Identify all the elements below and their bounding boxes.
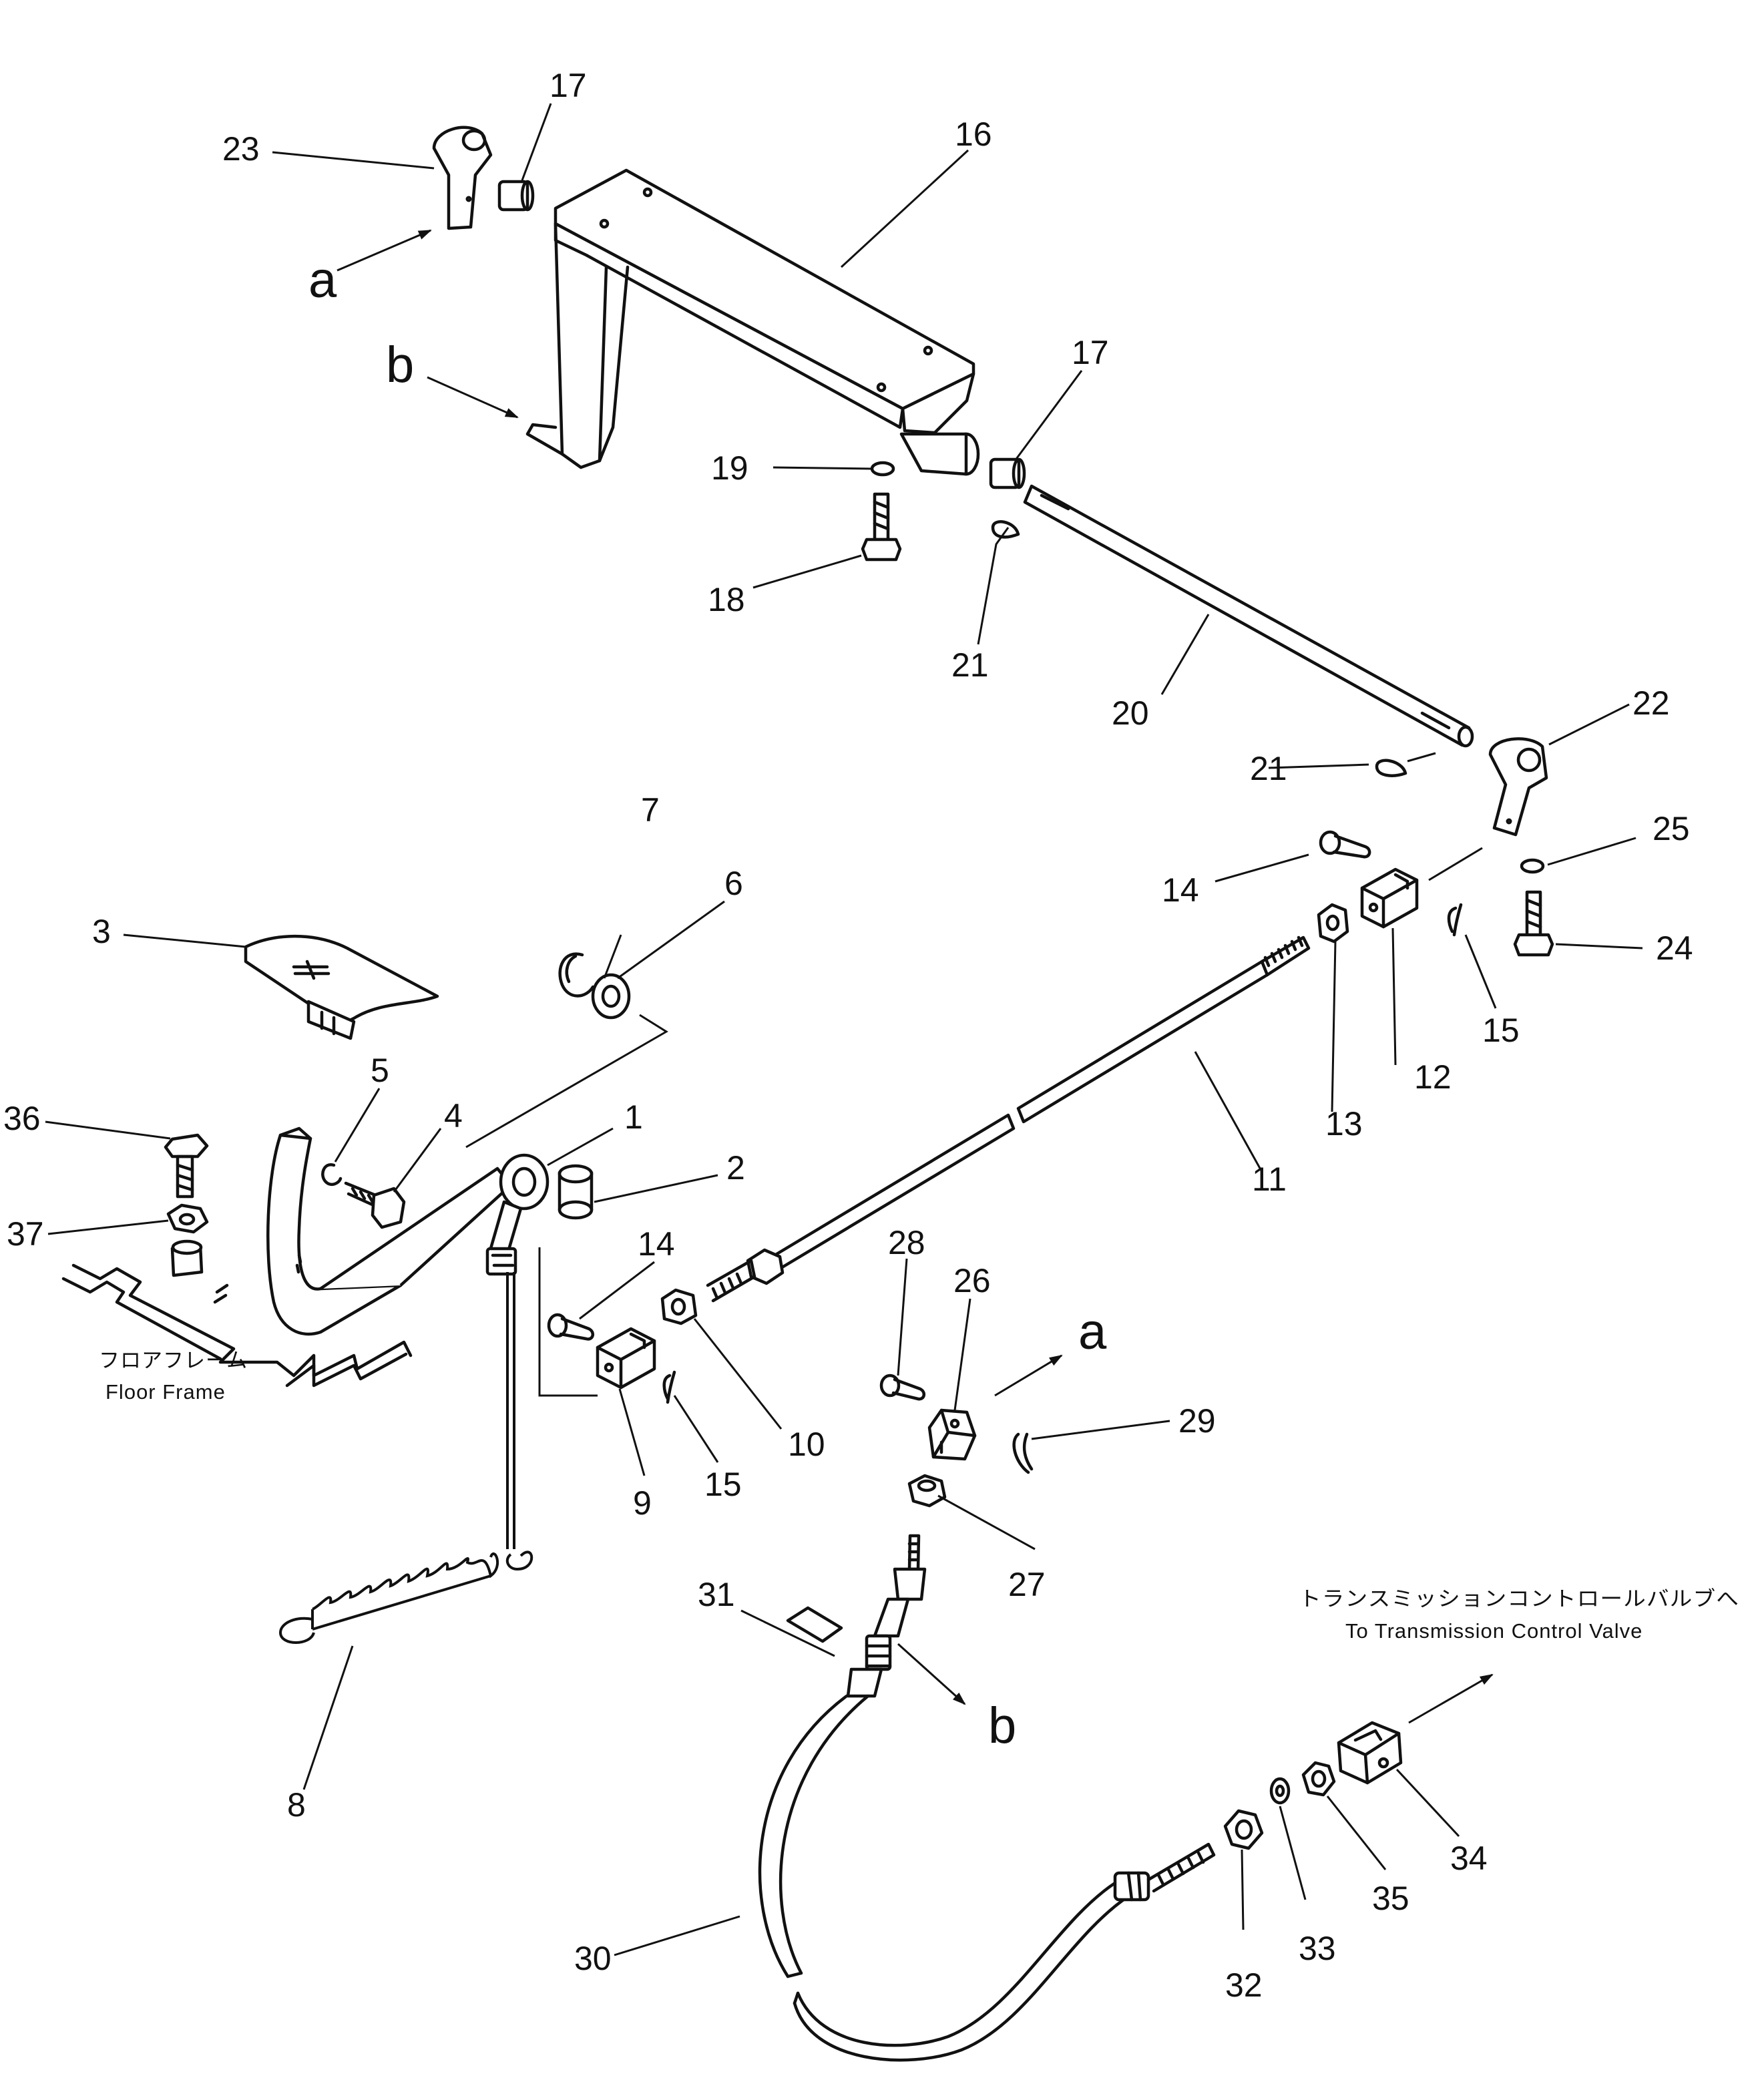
callout-11: 11 — [1252, 1161, 1287, 1198]
yoke-26-part — [927, 1408, 977, 1461]
pedal-arm-part — [266, 1126, 513, 1336]
nut-10-part — [660, 1288, 698, 1325]
washer-25-part — [1520, 858, 1545, 874]
callout-27: 27 — [1008, 1566, 1046, 1603]
callout-29: 29 — [1178, 1402, 1216, 1440]
callout-14-left: 14 — [638, 1225, 675, 1263]
nut-13-part — [1317, 903, 1349, 943]
callout-33: 33 — [1299, 1930, 1336, 1967]
callout-31: 31 — [698, 1576, 735, 1613]
transmission-en-label: To Transmission Control Valve — [1345, 1619, 1643, 1643]
pedal-pad-3-part — [244, 934, 439, 1040]
callout-23: 23 — [222, 130, 260, 168]
leader-lines — [45, 103, 1643, 1956]
bolt-36-part — [164, 1133, 209, 1199]
cable-30-part — [758, 1534, 1216, 2062]
end-fitting-31-part — [786, 1606, 843, 1643]
callout-numbers: 1 2 3 4 5 6 7 8 9 10 11 12 13 14 14 15 1… — [3, 67, 1693, 2004]
reference-arrows — [337, 229, 1494, 1724]
callout-21-top: 21 — [951, 646, 989, 684]
spring-8-part — [278, 1272, 533, 1644]
boundary-lines — [465, 1014, 668, 1397]
cotter-15-right — [1447, 903, 1463, 937]
floor-frame-jp-label: フロアフレーム — [99, 1349, 248, 1372]
bushing-2-part — [558, 1164, 594, 1220]
yoke-34-part — [1337, 1721, 1403, 1785]
bushing-17-right — [989, 457, 1026, 489]
washer-5-part — [321, 1163, 343, 1187]
callout-17-top: 17 — [550, 67, 587, 104]
nut-32-part — [1223, 1809, 1264, 1850]
callout-6: 6 — [724, 865, 743, 902]
transmission-jp-label: トランスミッションコントロールバルブへ — [1299, 1587, 1739, 1611]
snap-ring-7-part — [558, 952, 595, 998]
floor-frame-en-label: Floor Frame — [105, 1380, 226, 1404]
pin-14-left — [547, 1313, 595, 1341]
bolt-18-part — [861, 492, 902, 562]
ref-a-link: a — [1078, 1303, 1107, 1360]
bushing-17-top — [497, 180, 535, 212]
callout-25: 25 — [1653, 810, 1690, 847]
callout-28: 28 — [888, 1224, 925, 1261]
callout-7: 7 — [641, 791, 660, 829]
callout-15-left: 15 — [704, 1466, 742, 1503]
nut-27-part — [907, 1474, 947, 1508]
callout-19: 19 — [711, 449, 748, 487]
lever-23-part — [432, 126, 493, 230]
cotter-15-left — [662, 1370, 676, 1404]
callout-21-right: 21 — [1250, 750, 1287, 787]
callout-4: 4 — [444, 1097, 463, 1134]
callout-36: 36 — [3, 1100, 41, 1137]
callout-18: 18 — [708, 581, 745, 618]
bracket-part — [525, 168, 980, 476]
callout-35: 35 — [1372, 1880, 1409, 1917]
callout-9: 9 — [633, 1484, 652, 1522]
nut-37-part — [166, 1203, 209, 1277]
bolt-4-part — [344, 1181, 406, 1229]
callout-32: 32 — [1225, 1966, 1263, 2004]
shaft-20-part — [1023, 484, 1474, 748]
reference-letters: a b a b — [308, 252, 1107, 1754]
callout-14-right: 14 — [1162, 871, 1199, 909]
washer-19-part — [870, 461, 895, 477]
callout-2: 2 — [726, 1149, 745, 1187]
nut-35-part — [1301, 1761, 1336, 1797]
callout-3: 3 — [92, 913, 111, 950]
callout-17-right: 17 — [1072, 334, 1109, 371]
pedal-hub-1-part — [485, 1153, 550, 1276]
callout-37: 37 — [7, 1215, 44, 1253]
callout-16: 16 — [955, 116, 992, 153]
pin-14-right — [1319, 830, 1371, 859]
callout-5: 5 — [371, 1052, 389, 1089]
callout-13: 13 — [1325, 1105, 1363, 1142]
callout-12: 12 — [1414, 1058, 1452, 1096]
cotter-29-part — [1012, 1432, 1034, 1474]
pin-28-part — [879, 1374, 926, 1401]
washer-33-part — [1269, 1777, 1291, 1805]
callout-8: 8 — [287, 1786, 306, 1824]
ref-b-top: b — [386, 337, 414, 393]
captions: フロアフレーム Floor Frame トランスミッションコントロールバルブへ … — [99, 1349, 1739, 1643]
callout-15-right: 15 — [1482, 1012, 1520, 1049]
callout-20: 20 — [1112, 694, 1149, 732]
floor-frame-part — [61, 1263, 413, 1388]
callout-22: 22 — [1632, 684, 1670, 722]
callout-34: 34 — [1450, 1840, 1488, 1877]
yoke-12-part — [1360, 867, 1419, 929]
callout-26: 26 — [953, 1262, 991, 1299]
key-21-top — [991, 520, 1020, 539]
callout-24: 24 — [1656, 929, 1693, 967]
key-21-right — [1375, 759, 1407, 777]
bolt-24-part — [1513, 890, 1554, 957]
washer-6-part — [591, 973, 631, 1020]
rod-11-part — [706, 935, 1311, 1303]
ref-b-cable: b — [988, 1697, 1016, 1754]
ref-a-top: a — [308, 252, 337, 308]
callout-10: 10 — [788, 1426, 825, 1463]
callout-30: 30 — [574, 1940, 612, 1977]
yoke-9-part — [596, 1327, 656, 1390]
lever-22-part — [1488, 737, 1548, 837]
callout-1: 1 — [624, 1098, 643, 1136]
